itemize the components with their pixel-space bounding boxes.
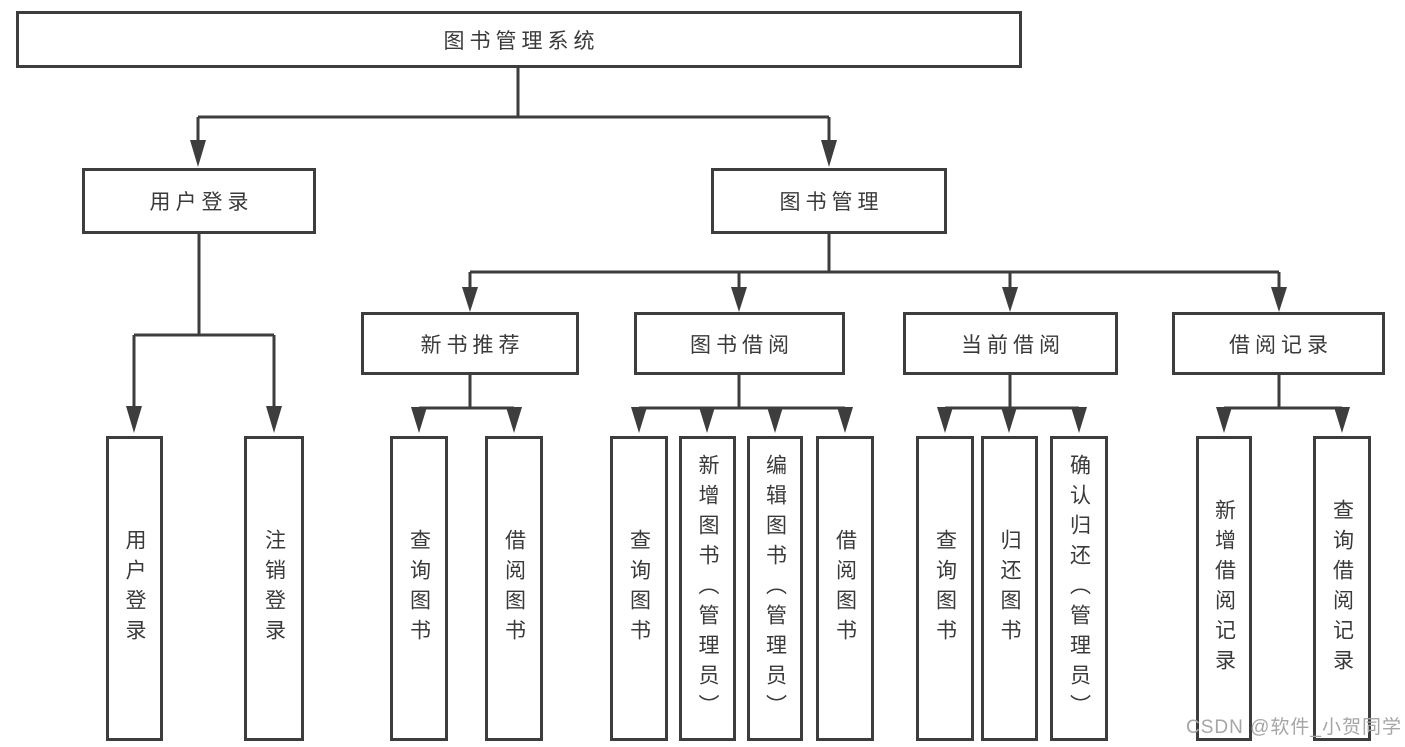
leaf-add-borrow-record: 新增借阅记录 bbox=[1196, 436, 1252, 741]
node-current-borrow: 当前借阅 bbox=[903, 312, 1118, 375]
leaf-query-books-current-label: 查询图书 bbox=[933, 528, 957, 649]
leaf-borrow-books-label: 借阅图书 bbox=[833, 528, 857, 649]
leaf-add-book-admin-label: 新增图书（管理员） bbox=[696, 453, 719, 724]
node-borrow-records: 借阅记录 bbox=[1172, 312, 1385, 375]
leaf-borrow-books-recommend-label: 借阅图书 bbox=[502, 528, 526, 649]
leaf-return-book: 归还图书 bbox=[981, 436, 1038, 741]
node-book-management: 图书管理 bbox=[711, 168, 947, 234]
leaf-user-login: 用户登录 bbox=[106, 436, 163, 741]
leaf-edit-book-admin-label: 编辑图书（管理员） bbox=[763, 453, 787, 724]
leaf-borrow-books: 借阅图书 bbox=[816, 436, 874, 741]
arrowheads bbox=[126, 140, 1350, 433]
leaf-query-books-recommend: 查询图书 bbox=[390, 436, 448, 741]
node-user-login: 用户登录 bbox=[82, 168, 316, 234]
leaf-query-books-borrow: 查询图书 bbox=[610, 436, 668, 741]
watermark: CSDN @软件_小贺同学 bbox=[1186, 717, 1402, 738]
leaf-add-book-admin: 新增图书（管理员） bbox=[679, 436, 736, 741]
leaf-add-borrow-record-label: 新增借阅记录 bbox=[1212, 498, 1236, 679]
leaf-logout: 注销登录 bbox=[244, 436, 304, 741]
leaf-query-borrow-record: 查询借阅记录 bbox=[1313, 436, 1371, 741]
leaf-borrow-books-recommend: 借阅图书 bbox=[485, 436, 543, 741]
leaf-confirm-return-admin-label: 确认归还（管理员） bbox=[1067, 453, 1091, 724]
leaf-query-books-borrow-label: 查询图书 bbox=[627, 528, 651, 649]
leaf-edit-book-admin: 编辑图书（管理员） bbox=[747, 436, 803, 741]
leaf-query-borrow-record-label: 查询借阅记录 bbox=[1330, 498, 1354, 679]
leaf-confirm-return-admin: 确认归还（管理员） bbox=[1050, 436, 1108, 741]
node-new-book-recommend: 新书推荐 bbox=[361, 312, 579, 375]
node-book-borrow: 图书借阅 bbox=[634, 312, 845, 375]
leaf-user-login-label: 用户登录 bbox=[123, 528, 146, 649]
leaf-logout-label: 注销登录 bbox=[262, 528, 286, 649]
leaf-query-books-recommend-label: 查询图书 bbox=[407, 528, 431, 649]
leaf-query-books-current: 查询图书 bbox=[916, 436, 974, 741]
leaf-return-book-label: 归还图书 bbox=[998, 528, 1021, 649]
node-root: 图书管理系统 bbox=[16, 11, 1022, 68]
